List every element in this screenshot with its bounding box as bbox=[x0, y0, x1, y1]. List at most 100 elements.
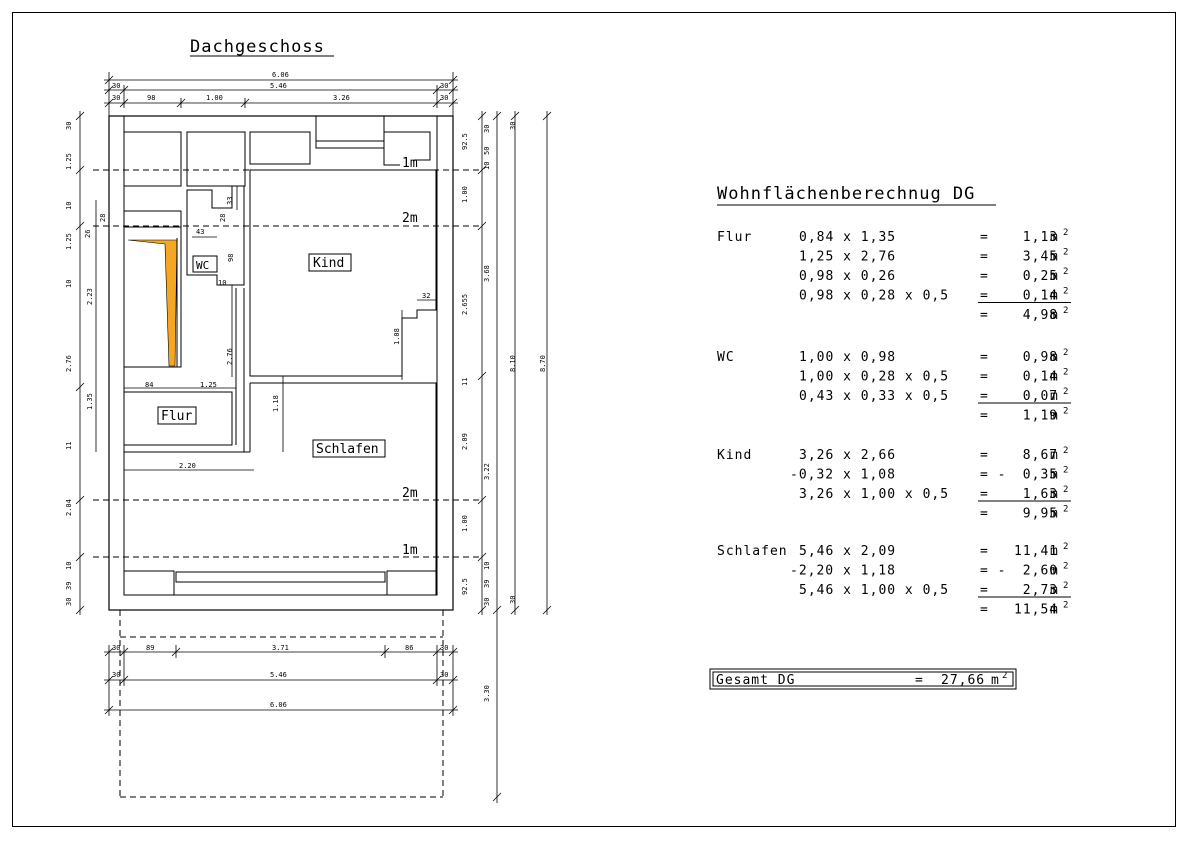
calc-total-unit-exp: 2 bbox=[1063, 505, 1069, 515]
dim-inner-b: 28 bbox=[219, 214, 227, 222]
calc-equals: = bbox=[980, 544, 989, 559]
label-box-kind bbox=[308, 253, 352, 272]
dim-right-h: 2.09 bbox=[461, 433, 469, 450]
calc-unit-exp: 2 bbox=[1063, 466, 1069, 476]
calc-equals: = bbox=[980, 289, 989, 304]
calc-unit: m bbox=[1050, 564, 1059, 579]
calc-formula: 3,26 x 1,00 x 0,5 bbox=[799, 487, 949, 502]
calc-total-unit: m bbox=[1050, 603, 1059, 618]
calc-total-unit: m bbox=[1050, 507, 1059, 522]
stair-area bbox=[123, 226, 182, 368]
dim-bottom-371: 3.71 bbox=[272, 644, 289, 652]
calc-value: 0,25 bbox=[1023, 269, 1058, 284]
calc-value: 0,14 bbox=[1023, 370, 1058, 385]
height-2m-bottom: 2m bbox=[402, 486, 418, 501]
dormer-top bbox=[315, 115, 385, 149]
dim-right-a: 92.5 bbox=[461, 133, 469, 150]
gesamt-eq: = bbox=[915, 673, 924, 688]
gesamt-unit: m bbox=[991, 673, 1000, 688]
dim-right-l: 92.5 bbox=[461, 578, 469, 595]
calc-value: 0,14 bbox=[1023, 289, 1058, 304]
calc-equals: = - bbox=[980, 564, 1006, 579]
calc-section-name: Schlafen bbox=[717, 544, 788, 559]
calc-unit-exp: 2 bbox=[1063, 348, 1069, 358]
dim-inner-l: 32 bbox=[422, 292, 430, 300]
calc-formula: 0,84 x 1,35 bbox=[799, 230, 896, 245]
dim-bottom-total: 6.06 bbox=[270, 701, 287, 709]
dim-inner-k: 1.08 bbox=[393, 328, 401, 345]
calc-unit: m bbox=[1050, 487, 1059, 502]
dim-bottom-86: 86 bbox=[405, 644, 413, 652]
calc-unit-exp: 2 bbox=[1063, 287, 1069, 297]
dim-inner-g: 84 bbox=[145, 381, 153, 389]
dim-left-m: 26 bbox=[84, 230, 92, 238]
height-2m-top: 2m bbox=[402, 211, 418, 226]
dim-top-wall-r: 30 bbox=[440, 82, 448, 90]
calc-total-value: 1,19 bbox=[1023, 409, 1058, 424]
dim-right-k: 39 bbox=[483, 580, 491, 588]
dim-right-s: 30 bbox=[509, 122, 517, 130]
calc-unit-exp: 2 bbox=[1063, 562, 1069, 572]
room-label-kind: Kind bbox=[313, 256, 344, 271]
calc-unit-exp: 2 bbox=[1063, 248, 1069, 258]
dim-top-wall-l: 30 bbox=[112, 82, 120, 90]
dim-right-d: 30 bbox=[483, 125, 491, 133]
calc-total-equals: = bbox=[980, 603, 989, 618]
calc-unit: m bbox=[1050, 289, 1059, 304]
dim-bottom-inner: 5.46 bbox=[270, 671, 287, 679]
calc-unit: m bbox=[1050, 544, 1059, 559]
dimension-ticks bbox=[75, 75, 552, 802]
dim-inner-i: 2.20 bbox=[179, 462, 196, 470]
calc-formula: 0,98 x 0,26 bbox=[799, 269, 896, 284]
dim-top-326: 3.26 bbox=[333, 94, 350, 102]
dims-left: 30 1.25 10 1.25 10 2.76 11 2.04 10 39 30… bbox=[65, 122, 107, 606]
gesamt-label: Gesamt DG bbox=[716, 673, 795, 688]
calc-formula: 0,98 x 0,28 x 0,5 bbox=[799, 289, 949, 304]
calc-unit-exp: 2 bbox=[1063, 542, 1069, 552]
room-kind bbox=[249, 169, 437, 377]
gesamt-box-outer bbox=[709, 668, 1017, 690]
calc-total-equals: = bbox=[980, 409, 989, 424]
room-label-schlafen: Schlafen bbox=[316, 442, 379, 457]
projection-outline bbox=[119, 610, 444, 798]
calc-value: 2,60 bbox=[1023, 564, 1058, 579]
calc-unit-exp: 2 bbox=[1063, 485, 1069, 495]
stair-top bbox=[123, 210, 182, 228]
bottom-box-1 bbox=[123, 570, 175, 596]
plan-title: Dachgeschoss bbox=[190, 37, 325, 57]
calc-section-name: Flur bbox=[717, 230, 752, 245]
calc-unit: m bbox=[1050, 583, 1059, 598]
dim-right-p: 8.10 bbox=[509, 355, 517, 372]
calc-title: Wohnflächenberechnug DG bbox=[717, 184, 975, 204]
dims-right: 92.5 50 10 30 1.00 2.655 11 2.09 1.00 10… bbox=[461, 122, 547, 702]
room-label-flur: Flur bbox=[161, 409, 192, 424]
calc-unit-exp: 2 bbox=[1063, 368, 1069, 378]
dimension-lines bbox=[79, 72, 548, 803]
dim-bottom-89: 89 bbox=[146, 644, 154, 652]
calc-total-value: 4,98 bbox=[1023, 308, 1058, 323]
calc-unit-exp: 2 bbox=[1063, 267, 1069, 277]
calc-unit: m bbox=[1050, 389, 1059, 404]
top-box-3 bbox=[249, 131, 311, 165]
calc-total-unit-exp: 2 bbox=[1063, 601, 1069, 611]
dim-left-i: 10 bbox=[65, 562, 73, 570]
label-box-flur bbox=[157, 406, 197, 425]
calc-value: 1,13 bbox=[1023, 230, 1058, 245]
stair-highlight bbox=[127, 239, 178, 367]
calc-unit: m bbox=[1050, 230, 1059, 245]
dim-bottom-w30d: 30 bbox=[440, 671, 448, 679]
drawing-frame bbox=[12, 12, 1176, 827]
calc-value: 0,35 bbox=[1023, 468, 1058, 483]
calc-formula: -2,20 x 1,18 bbox=[790, 564, 896, 579]
calc-equals: = bbox=[980, 250, 989, 265]
dim-right-t: 30 bbox=[509, 596, 517, 604]
calc-section-name: WC bbox=[717, 350, 735, 365]
height-lines bbox=[93, 169, 482, 558]
dim-top-w30b: 30 bbox=[440, 94, 448, 102]
dim-left-l: 28 bbox=[99, 214, 107, 222]
dim-inner-c: 43 bbox=[196, 228, 204, 236]
dim-inner-h: 1.25 bbox=[200, 381, 217, 389]
calc-equals: = bbox=[980, 350, 989, 365]
